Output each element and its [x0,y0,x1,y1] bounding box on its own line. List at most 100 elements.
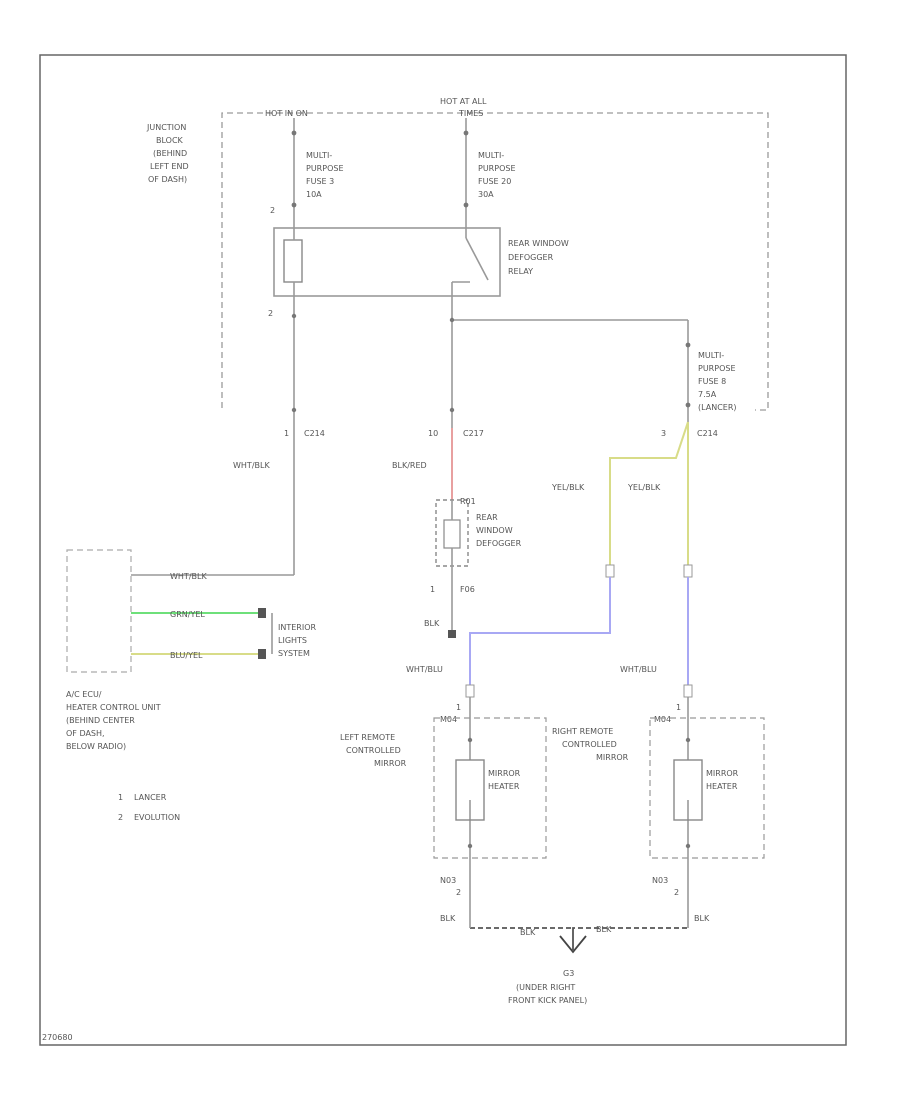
svg-text:DEFOGGER: DEFOGGER [508,253,554,262]
svg-text:CONTROLLED: CONTROLLED [346,746,401,755]
right-mirror-heater [673,759,703,821]
right-mirror-heater-label: MIRROR HEATER [706,769,739,791]
unit-grn-yel-label: GRN/YEL [170,610,205,619]
svg-text:CONTROLLED: CONTROLLED [562,740,617,749]
svg-text:MIRROR: MIRROR [706,769,739,778]
wire-wht-blu-left-label: WHT/BLU [406,665,443,674]
c214-left: C214 [304,429,325,438]
defogger-element [443,519,461,549]
right-mirror-label: RIGHT REMOTE CONTROLLED MIRROR [552,727,629,762]
pin-10-c217: 10 [428,429,438,438]
relay-box [273,227,501,297]
legend: 1 LANCER 2 EVOLUTION [118,793,180,822]
wire-blk-left-label: BLK [440,914,456,923]
fuse-right-label: MULTI- PURPOSE FUSE 8 7.5A (LANCER) [698,351,737,412]
svg-text:WINDOW: WINDOW [476,526,513,535]
wire-wht-blu-right-label: WHT/BLU [620,665,657,674]
svg-text:OF DASH): OF DASH) [148,175,187,184]
diagram-frame [39,54,847,1046]
pin-2a: 2 [270,206,275,215]
pin-m4: 2 [674,888,679,897]
ground-id: G3 [563,969,574,978]
m04-right: M04 [654,715,671,724]
svg-text:DEFOGGER: DEFOGGER [476,539,522,548]
relay-label: REAR WINDOW DEFOGGER RELAY [508,239,569,276]
svg-text:EVOLUTION: EVOLUTION [134,813,180,822]
fuse-center-label: MULTI- PURPOSE FUSE 20 30A [478,151,516,199]
svg-text:MULTI-: MULTI- [478,151,504,160]
svg-text:HEATER CONTROL UNIT: HEATER CONTROL UNIT [66,703,161,712]
hot-at-all-label: HOT AT ALL [440,97,487,106]
svg-text:FUSE 3: FUSE 3 [306,177,334,186]
ac-ecu-box [66,549,132,673]
svg-text:FUSE 8: FUSE 8 [698,377,726,386]
fuse-left-top [291,130,297,136]
n03-right: N03 [652,876,668,885]
ground-label: (UNDER RIGHT FRONT KICK PANEL) [508,983,587,1005]
wire-wht-blk-label: WHT/BLK [233,461,270,470]
svg-text:LEFT END: LEFT END [150,162,189,171]
svg-text:(UNDER RIGHT: (UNDER RIGHT [516,983,575,992]
wire-yel-blk-right-label: YEL/BLK [627,483,661,492]
fuse-center-top [463,130,469,136]
svg-text:(BEHIND: (BEHIND [153,149,187,158]
interior-lights-label: INTERIOR LIGHTS SYSTEM [278,623,317,658]
wire-blk-mid-label: BLK [424,619,440,628]
defogger-label: REAR WINDOW DEFOGGER [476,513,522,548]
svg-text:MIRROR: MIRROR [488,769,521,778]
svg-text:(LANCER): (LANCER) [698,403,737,412]
fuse-left-label: MULTI- PURPOSE FUSE 3 10A [306,151,344,199]
relay-coil [283,239,303,283]
svg-text:OF DASH,: OF DASH, [66,729,105,738]
svg-text:PURPOSE: PURPOSE [698,364,736,373]
svg-text:PURPOSE: PURPOSE [478,164,516,173]
right-mirror-box [649,717,765,859]
svg-text:FUSE 20: FUSE 20 [478,177,511,186]
left-mirror-heater-label: MIRROR HEATER [488,769,521,791]
svg-text:HEATER: HEATER [488,782,520,791]
fuse-center-bottom [463,202,469,208]
svg-text:A/C ECU/: A/C ECU/ [66,690,102,699]
svg-text:10A: 10A [306,190,322,199]
svg-text:MULTI-: MULTI- [698,351,724,360]
times-label: TIMES [458,109,483,118]
c217-label: C217 [463,429,484,438]
svg-text:RELAY: RELAY [508,267,533,276]
svg-text:MULTI-: MULTI- [306,151,332,160]
ground-blk-right-label: BLK [596,925,612,934]
svg-text:30A: 30A [478,190,494,199]
unit-blu-yel-label: BLU/YEL [170,651,203,660]
svg-text:(BEHIND CENTER: (BEHIND CENTER [66,716,135,725]
svg-text:HEATER: HEATER [706,782,738,791]
f06-label: F06 [460,585,475,594]
relay-switch [465,237,489,281]
svg-text:RIGHT REMOTE: RIGHT REMOTE [552,727,613,736]
unit-wht-blk-label: WHT/BLK [170,572,207,581]
svg-text:REAR: REAR [476,513,498,522]
wire-yel-blk-left [609,421,689,565]
c214-right: C214 [697,429,718,438]
svg-text:MIRROR: MIRROR [374,759,407,768]
ground-blk-left-label: BLK [520,928,536,937]
pin-1-c214: 1 [284,429,289,438]
svg-text:BELOW RADIO): BELOW RADIO) [66,742,126,751]
junction-block-outline [221,112,769,411]
svg-text:LIGHTS: LIGHTS [278,636,307,645]
svg-text:2: 2 [118,813,123,822]
svg-text:1: 1 [118,793,123,802]
svg-text:MIRROR: MIRROR [596,753,629,762]
pin-m1: 1 [456,703,461,712]
ground-symbol [559,935,587,954]
left-mirror-heater [455,759,485,821]
r01-label: R01 [460,497,476,506]
wire-yel-blk-left-label: YEL/BLK [551,483,585,492]
pin-m2: 2 [456,888,461,897]
footer-code: 270680 [42,1033,73,1042]
svg-text:FRONT KICK PANEL): FRONT KICK PANEL) [508,996,587,1005]
junction-block-label: JUNCTION BLOCK (BEHIND LEFT END OF DASH) [146,123,189,184]
svg-text:PURPOSE: PURPOSE [306,164,344,173]
svg-text:LANCER: LANCER [134,793,167,802]
wire-ground [470,927,688,950]
m04-left: M04 [440,715,457,724]
